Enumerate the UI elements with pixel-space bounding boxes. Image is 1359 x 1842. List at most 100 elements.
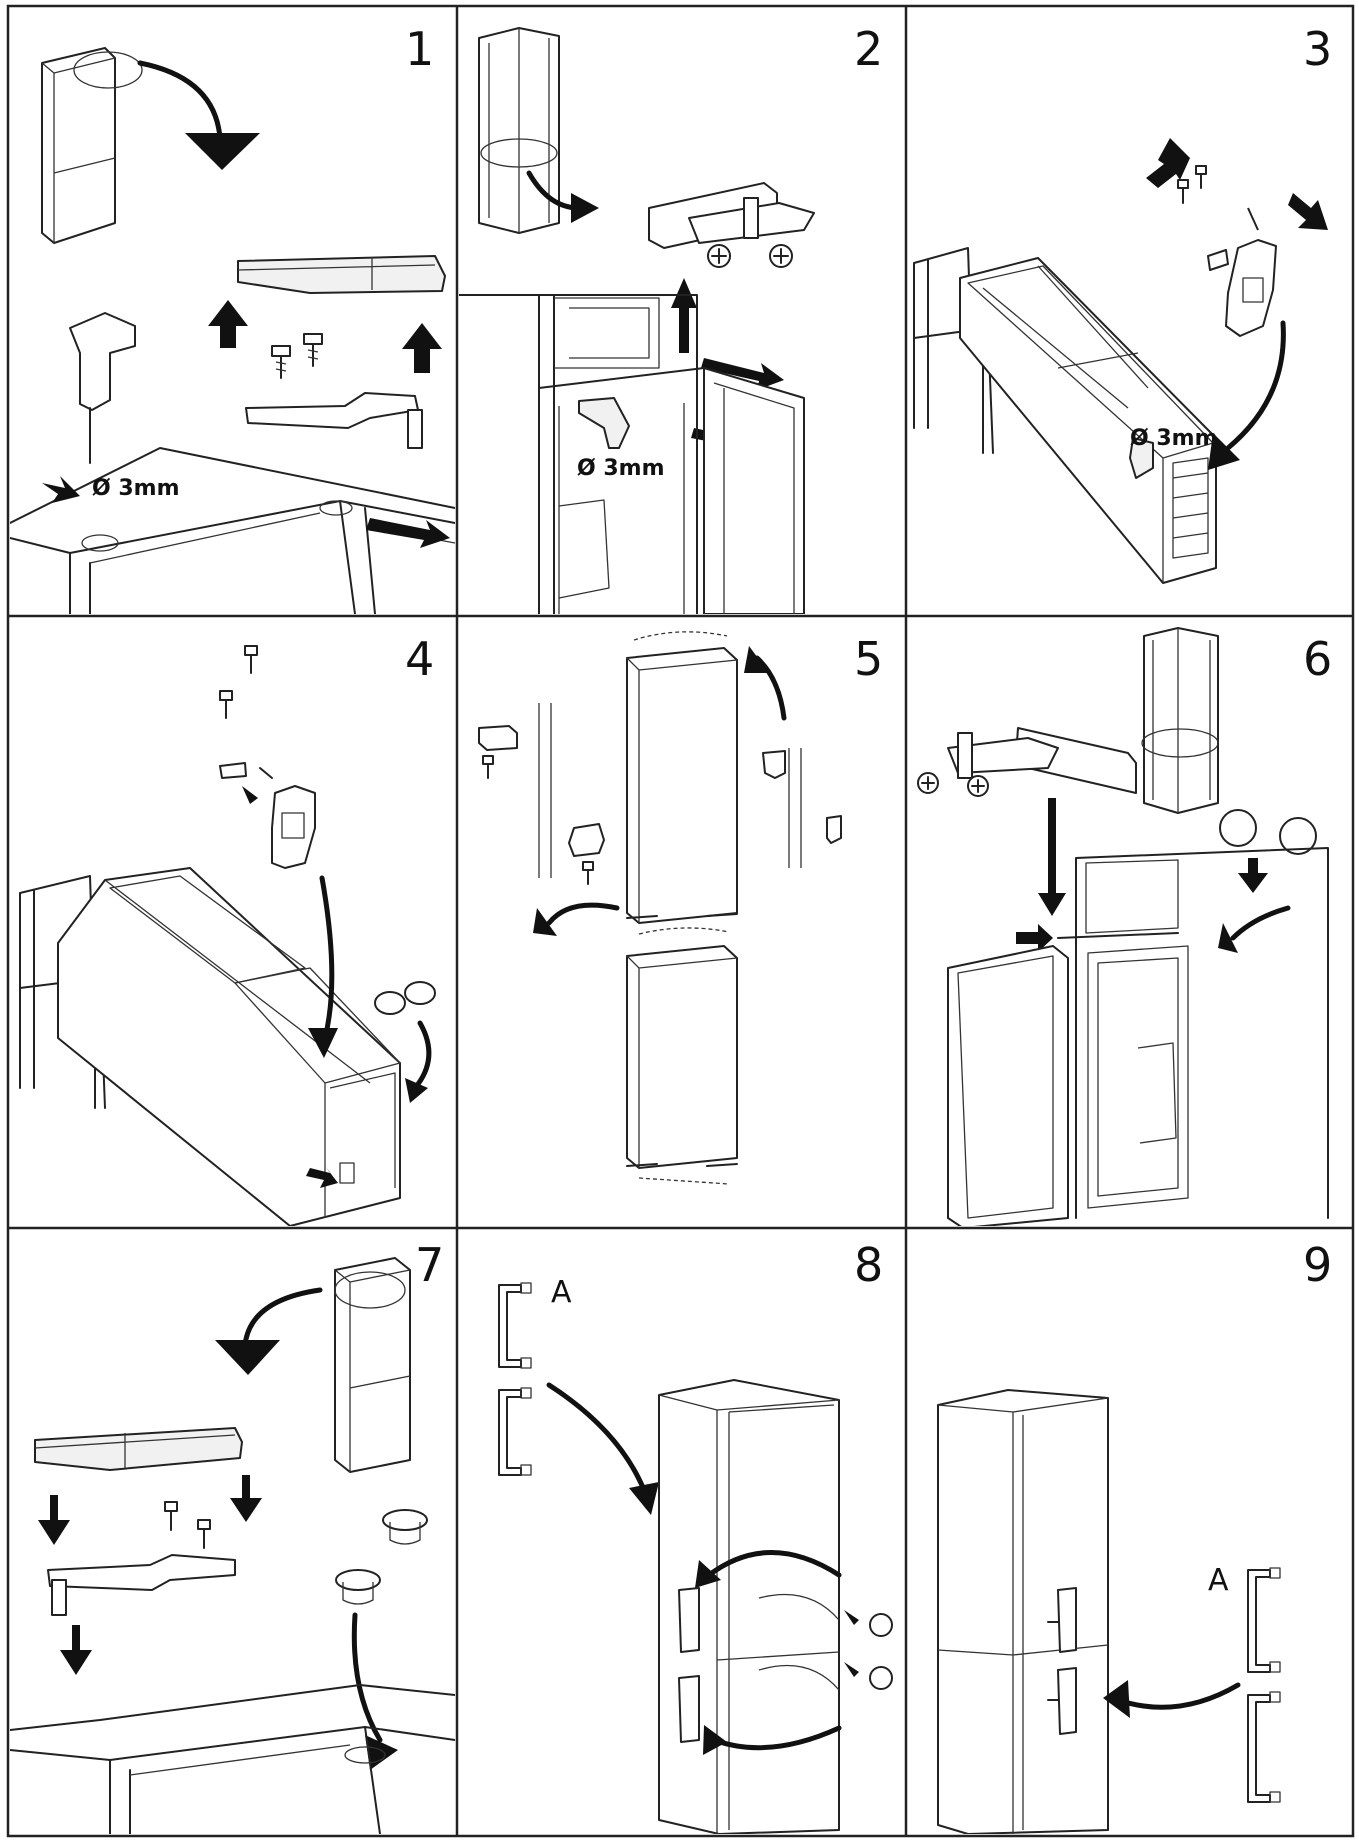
screw-icon [197, 1519, 211, 1549]
panel-step-6: 6 [908, 618, 1353, 1226]
top-cover [34, 1427, 243, 1471]
step-number: 1 [405, 22, 435, 76]
step-number: 3 [1303, 22, 1333, 76]
down-arrow [1238, 858, 1268, 893]
curved-arrow-4b [412, 1020, 432, 1091]
diagonal-arrow [306, 1166, 338, 1188]
inset-frame [459, 294, 698, 614]
lower-door [626, 945, 738, 1169]
fridge-door [703, 367, 805, 614]
plug-cap-icon [335, 1509, 428, 1605]
hinge-block [568, 823, 605, 857]
fridge-top-surface [10, 1684, 455, 1731]
step-9-illustration [937, 1389, 1281, 1834]
hinge-plate [1207, 249, 1229, 271]
top-hinge [47, 1554, 236, 1591]
screwdriver-icon [69, 312, 136, 464]
door-handle-icon [498, 1282, 532, 1369]
curved-arrow-8b [706, 1550, 842, 1578]
hinge-pin [1129, 437, 1154, 479]
door-handle-icon [1247, 1567, 1281, 1673]
hinge-bracket [271, 785, 316, 869]
diagonal-arrow [1288, 193, 1328, 230]
plug-cap-icon [869, 1613, 893, 1690]
fridge-body [658, 1379, 840, 1834]
door-stop [762, 750, 786, 779]
up-arrow [671, 278, 697, 353]
drill-diameter-label: Ø 3mm [92, 476, 180, 501]
step-number: 8 [854, 1238, 884, 1292]
handle-label: A [1208, 1563, 1229, 1598]
right-arrow [366, 518, 450, 548]
panel-step-9: 9 A [908, 1230, 1353, 1834]
pin-icon [1247, 207, 1259, 231]
panel-step-8: 8 A [459, 1230, 904, 1834]
down-arrow [1038, 798, 1066, 916]
fridge-thumbnail [334, 1257, 411, 1473]
small-arrow [42, 476, 80, 503]
panel-step-4: 4 [10, 618, 455, 1226]
screw-icon [164, 1501, 178, 1531]
fridge-top-surface [10, 447, 455, 524]
screw-icon [219, 690, 233, 719]
curved-arrow-3 [1225, 320, 1286, 451]
fridge-door-open [947, 945, 1069, 1226]
step-5-illustration [478, 631, 842, 1185]
screw-icon [303, 333, 323, 367]
hinge-plate [219, 762, 247, 779]
step-3-illustration [913, 138, 1328, 584]
fridge-tilted [57, 867, 401, 1226]
curved-arrow-7b [351, 1612, 383, 1743]
curved-arrow-5 [754, 655, 787, 721]
down-arrow [38, 1495, 70, 1545]
panel-step-7: 7 [10, 1230, 455, 1834]
panel-step-5: 5 [459, 618, 904, 1226]
fridge-tilted [959, 257, 1217, 584]
step-1-illustration [10, 47, 455, 614]
curved-arrow-7 [242, 1287, 323, 1348]
step-4-illustration [19, 645, 436, 1226]
step-number: 6 [1303, 632, 1333, 686]
screw-icon [1195, 165, 1207, 189]
door-handle-icon [678, 1675, 700, 1743]
hinge-block [478, 725, 518, 751]
up-arrow [402, 323, 442, 373]
curved-arrow-6 [1230, 905, 1291, 941]
curved-arrow-4 [319, 875, 335, 1041]
screw-icon [917, 772, 939, 794]
plug-cap-icon [1219, 809, 1317, 855]
curved-arrow-8c [711, 1725, 842, 1751]
upper-door [626, 647, 738, 924]
step-7-illustration [10, 1257, 455, 1834]
step-number: 5 [854, 632, 884, 686]
panel-step-3: 3 Ø 3mm [908, 8, 1353, 614]
door-handle-icon [1247, 1691, 1281, 1803]
fridge-thumbnail [41, 47, 143, 244]
up-arrow [208, 300, 248, 348]
step-number: 9 [1303, 1238, 1333, 1292]
plug-cap-icon [374, 981, 436, 1015]
down-arrow [230, 1475, 262, 1522]
drill-diameter-label: Ø 3mm [1130, 426, 1218, 451]
step-number: 2 [854, 22, 884, 76]
curved-arrow-5b [546, 902, 620, 926]
fridge-thumbnail [1141, 627, 1219, 814]
screw-icon [271, 345, 291, 379]
screw-icon [582, 861, 594, 885]
door-stop [826, 815, 842, 844]
handle-label: A [551, 1275, 572, 1310]
step-8-illustration [498, 1282, 893, 1834]
hinge-pin [578, 397, 630, 449]
screw-icon [967, 775, 989, 797]
step-number: 7 [415, 1238, 445, 1292]
door-handle-icon [498, 1387, 532, 1476]
door-handle-icon [1047, 1587, 1077, 1653]
panel-step-2: 2 Ø 3mm [459, 8, 904, 614]
top-cover [237, 255, 446, 294]
screw-icon [244, 645, 258, 674]
drill-diameter-label: Ø 3mm [577, 456, 665, 481]
step-2-illustration [459, 27, 815, 614]
diagonal-arrow [1146, 138, 1190, 188]
